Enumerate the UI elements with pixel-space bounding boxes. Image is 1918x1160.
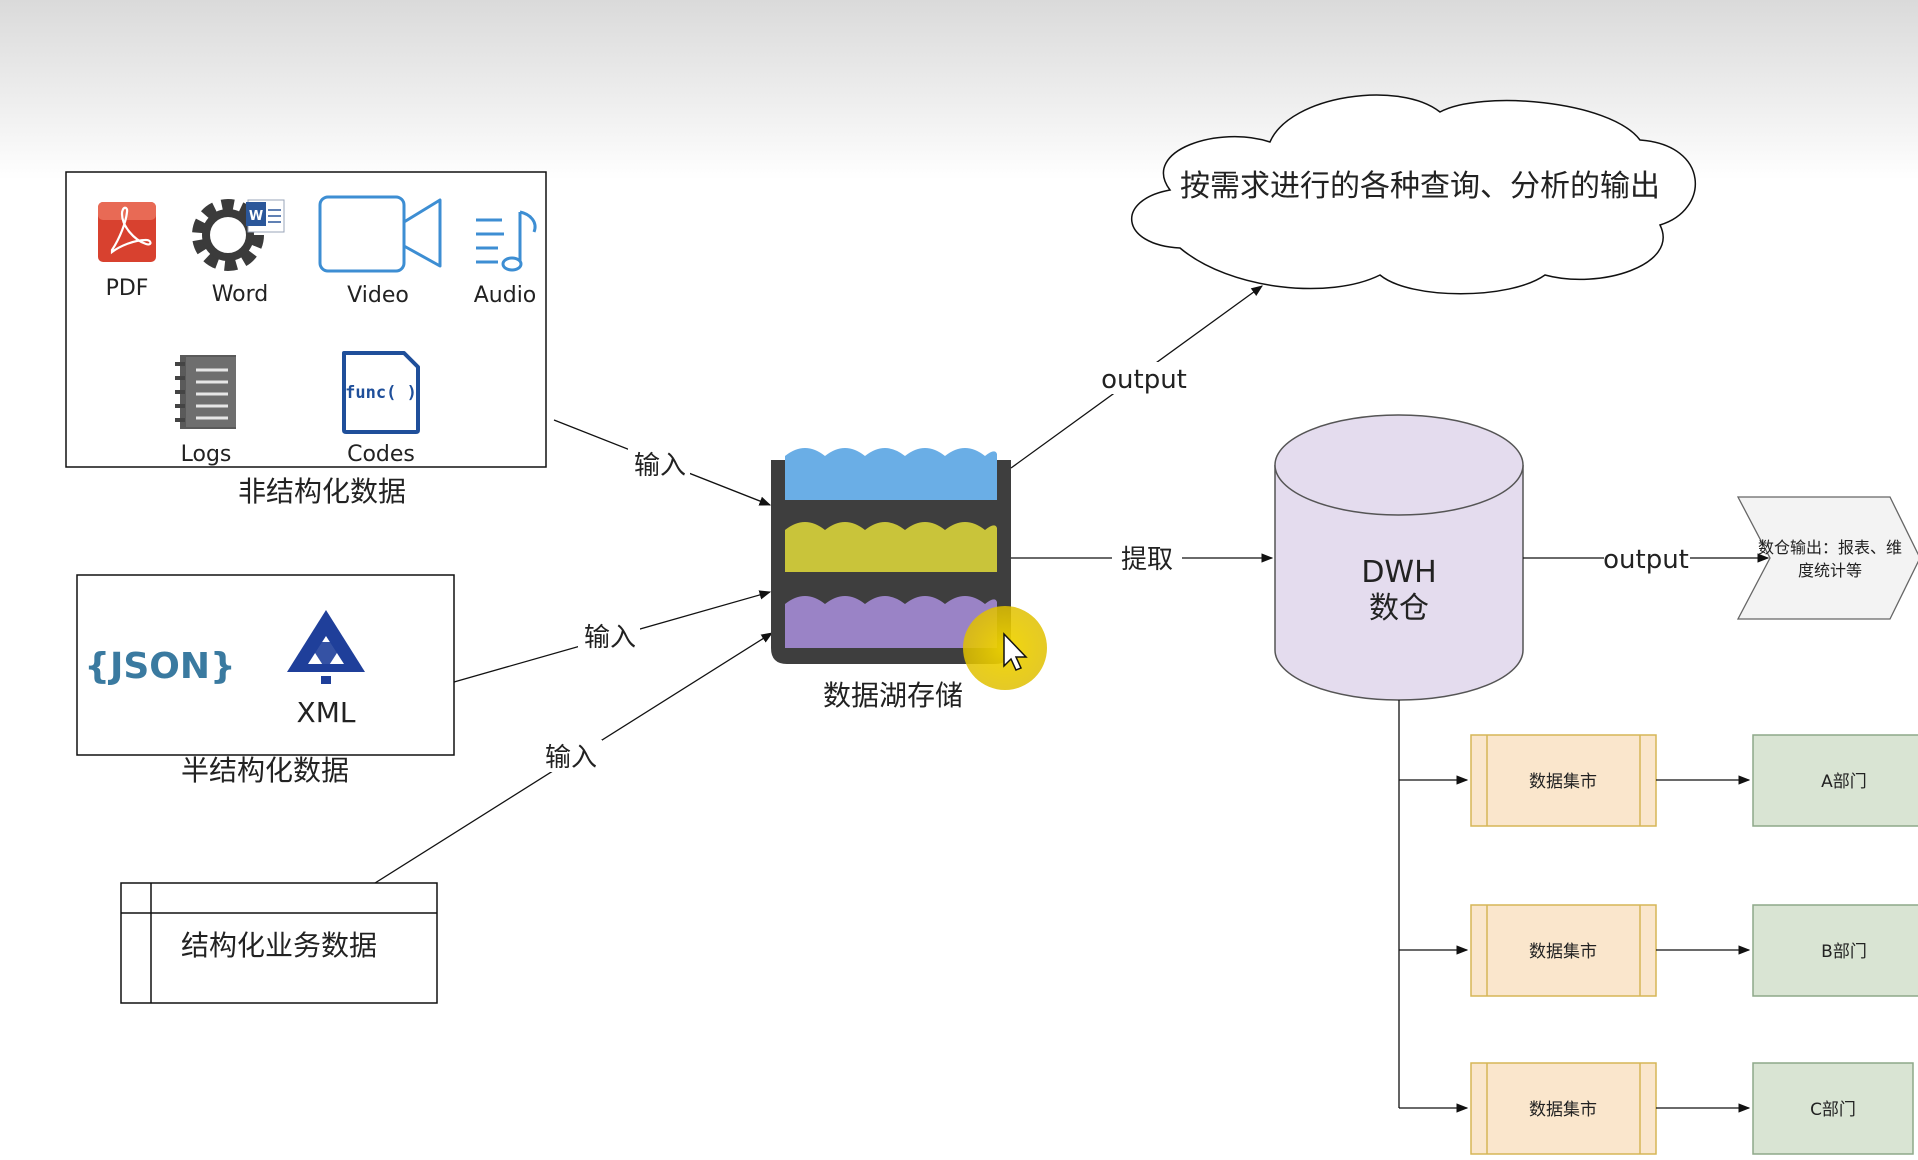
logs-label: Logs: [181, 442, 232, 467]
arrow-label-input-2: 输入: [584, 623, 636, 653]
word-label: Word: [212, 282, 269, 307]
cursor-highlight: [963, 606, 1047, 690]
audio-label: Audio: [474, 283, 537, 308]
semistructured-caption: 半结构化数据: [181, 754, 349, 787]
dept-a-box[interactable]: [1752, 734, 1918, 827]
arrow-label-output-up: output: [1101, 365, 1187, 395]
structured-label: 结构化业务数据: [181, 929, 377, 962]
dwh-cylinder[interactable]: [1274, 414, 1524, 701]
audio-note-icon: [476, 210, 537, 272]
dept-a-label: A部门: [1821, 772, 1867, 792]
data-mart-3[interactable]: [1470, 1062, 1657, 1155]
mart-3-label: 数据集市: [1529, 1100, 1597, 1120]
video-label: Video: [347, 283, 409, 308]
semistructured-data-group[interactable]: {JSON} XML: [76, 574, 455, 756]
json-logo: {JSON}: [84, 646, 235, 687]
arrow-label-output-right: output: [1603, 545, 1689, 575]
xml-triangle-icon: [287, 610, 365, 684]
data-mart-1[interactable]: [1470, 734, 1657, 827]
data-lake-bucket-icon[interactable]: [771, 448, 1011, 664]
report-output-line1: 数仓输出：报表、维: [1758, 538, 1902, 557]
mart-1-label: 数据集市: [1529, 772, 1597, 792]
video-camera-icon: [318, 195, 442, 273]
arrow-label-input-1: 输入: [634, 451, 686, 481]
pdf-label: PDF: [106, 276, 149, 301]
unstructured-caption: 非结构化数据: [238, 475, 406, 508]
dwh-title: DWH: [1361, 555, 1436, 590]
dept-b-label: B部门: [1821, 942, 1867, 962]
dept-c-label: C部门: [1810, 1100, 1856, 1120]
arrow-label-extract: 提取: [1121, 545, 1173, 575]
structured-data-box[interactable]: 结构化业务数据: [120, 882, 438, 1004]
query-output-cloud[interactable]: [1130, 94, 1696, 295]
func-file-icon: func( ): [342, 351, 420, 434]
dept-b-box[interactable]: [1752, 904, 1918, 997]
unstructured-data-group[interactable]: PDF W Word Video Audio: [65, 171, 547, 468]
pdf-icon: [98, 202, 156, 262]
mart-2-label: 数据集市: [1529, 942, 1597, 962]
xml-label: XML: [297, 696, 356, 729]
dwh-report-output-chevron[interactable]: [1736, 496, 1918, 620]
codes-label: Codes: [347, 442, 415, 467]
func-glyph: func( ): [345, 383, 417, 403]
report-output-line2: 度统计等: [1798, 561, 1862, 580]
cloud-text: 按需求进行的各种查询、分析的输出: [1180, 169, 1660, 204]
word-gear-icon: W: [192, 199, 285, 271]
semistructured-box[interactable]: [76, 574, 455, 756]
dept-c-box[interactable]: [1752, 1062, 1914, 1155]
dwh-subtitle: 数仓: [1369, 591, 1429, 626]
lake-label: 数据湖存储: [823, 679, 963, 712]
arrow-label-input-3: 输入: [545, 743, 597, 773]
logs-notebook-icon: [175, 355, 236, 429]
data-mart-2[interactable]: [1470, 904, 1657, 997]
svg-text:W: W: [249, 209, 263, 224]
